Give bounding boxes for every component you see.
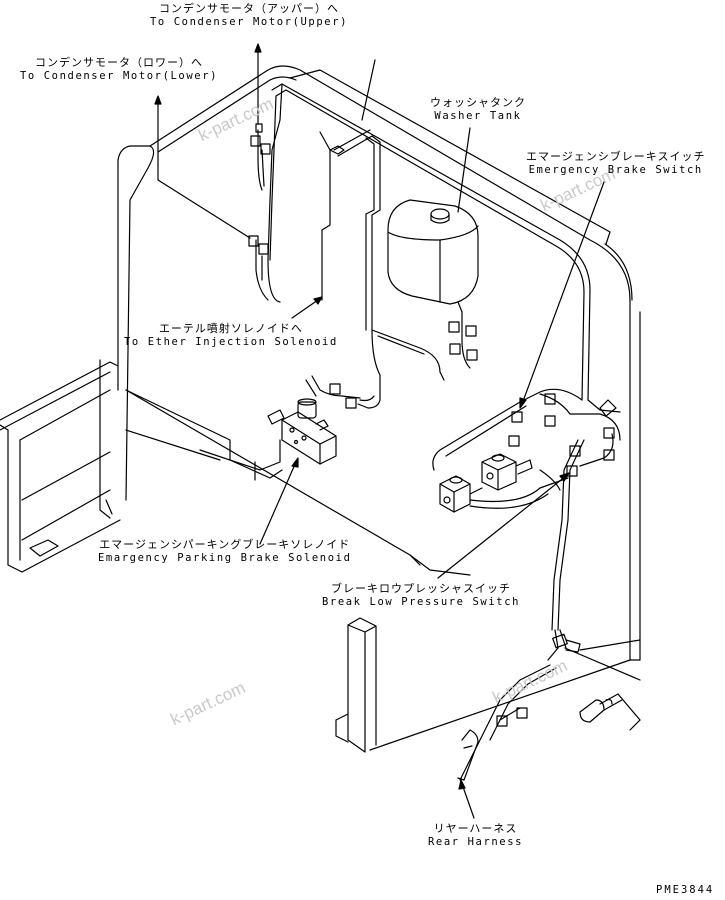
label-en: Break Low Pressure Switch — [322, 595, 521, 608]
label-rear-harness: リヤーハーネス Rear Harness — [428, 822, 523, 849]
washer-tank — [388, 200, 478, 312]
label-en: Emergency Brake Switch — [528, 163, 703, 176]
label-en: To Condenser Motor(Upper) — [150, 15, 349, 28]
drawing-code: PME3844 — [656, 884, 715, 896]
label-jp: エーテル噴射ソレノイドへ — [158, 322, 303, 335]
label-en: To Ether Injection Solenoid — [124, 335, 338, 348]
label-jp: コンデンサモータ（ロワー）へ — [35, 56, 204, 69]
label-en: Rear Harness — [428, 835, 524, 848]
label-jp: エマージェンシブレーキスイッチ — [526, 150, 706, 163]
label-condenser-lower: コンデンサモータ（ロワー）へ To Condenser Motor(Lower) — [20, 56, 218, 83]
parking-brake-solenoid — [268, 399, 336, 464]
label-jp: リヤーハーネス — [433, 822, 518, 835]
left-step-structure — [0, 360, 282, 572]
label-emergency-brake-switch: エマージェンシブレーキスイッチ Emergency Brake Switch — [526, 150, 705, 177]
label-en: To Condenser Motor(Lower) — [20, 69, 219, 82]
label-washer-tank: ウォッシャタンク Washer Tank — [430, 96, 526, 123]
label-jp: ブレーキロウプレッシャスイッチ — [331, 582, 512, 595]
brake-switch-valves — [440, 454, 532, 512]
label-en: Washer Tank — [434, 109, 522, 122]
label-low-pressure-switch: ブレーキロウプレッシャスイッチ Break Low Pressure Switc… — [322, 582, 520, 609]
label-en: Emargency Parking Brake Solenoid — [98, 551, 352, 564]
label-parking-brake-solenoid: エマージェンシパーキングブレーキソレノイド Emargency Parking … — [98, 538, 352, 565]
label-ether-injection: エーテル噴射ソレノイドへ To Ether Injection Solenoid — [124, 322, 338, 349]
lower-panel — [336, 618, 376, 752]
label-jp: コンデンサモータ（アッパー）へ — [159, 2, 340, 15]
label-jp: エマージェンシパーキングブレーキソレノイド — [99, 538, 351, 551]
label-jp: ウォッシャタンク — [430, 96, 526, 109]
connectors — [249, 124, 614, 726]
harness-wires — [256, 84, 640, 780]
leader-lines — [155, 44, 604, 818]
cab-panel-outline — [118, 66, 640, 750]
label-condenser-upper: コンデンサモータ（アッパー）へ To Condenser Motor(Upper… — [150, 2, 348, 29]
